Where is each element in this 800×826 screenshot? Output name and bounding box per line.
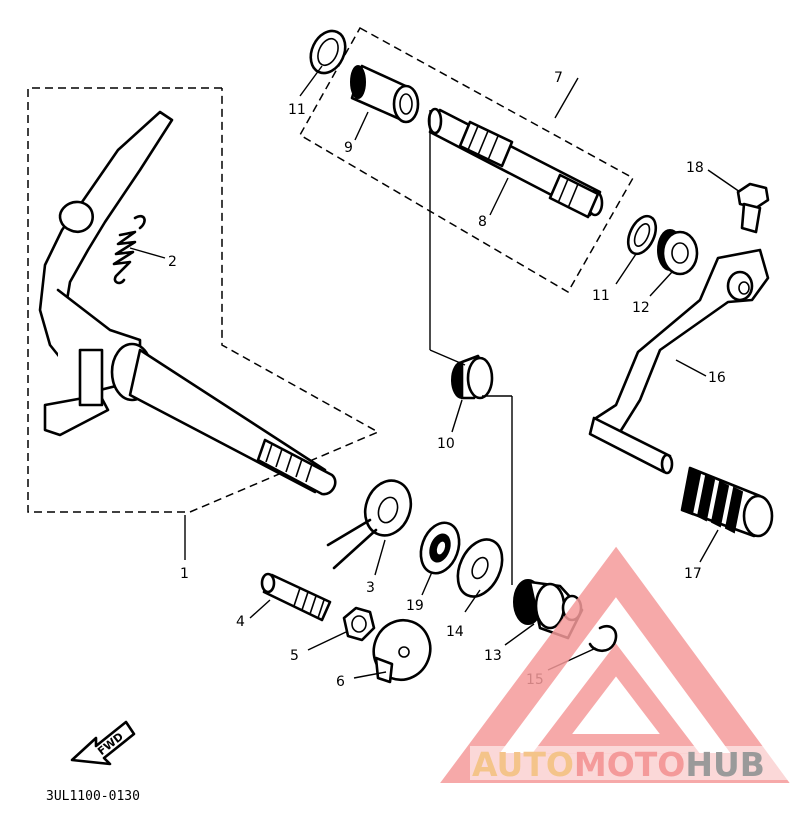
callout-9: 9 (344, 140, 353, 156)
part-8-kick-axle (427, 107, 604, 219)
part-6-lock-washer (372, 618, 432, 684)
callout-labels: 1 2 3 4 5 6 7 8 9 10 11 11 12 13 14 15 1… (168, 70, 726, 690)
callout-12: 12 (632, 300, 650, 316)
part-15-circlip (588, 624, 618, 653)
group-frame-shift-shaft (27, 87, 380, 513)
logo-text-hub: HUB (685, 745, 765, 784)
callout-1: 1 (180, 566, 189, 582)
part-9-bushing (350, 64, 420, 124)
callout-10: 10 (437, 436, 455, 452)
part-18-bolt (736, 182, 770, 234)
part-code: 3UL1100-0130 (46, 789, 140, 804)
part-3-return-spring (326, 479, 413, 570)
callout-19: 19 (406, 598, 424, 614)
callout-3: 3 (366, 580, 375, 596)
callout-11-right: 11 (592, 288, 610, 304)
automotohub-logo: AUTOMOTOHUB (440, 546, 800, 784)
part-16-kick-crank (588, 248, 770, 475)
part-2-spring (112, 214, 146, 285)
callout-13: 13 (484, 648, 502, 664)
part-1-shift-shaft (38, 110, 337, 496)
callout-14: 14 (446, 624, 464, 640)
logo-text-moto: MOTO (574, 745, 685, 784)
callout-5: 5 (290, 648, 299, 664)
part-11-washer-top (309, 29, 347, 75)
callout-7: 7 (554, 70, 563, 86)
callout-8: 8 (478, 214, 487, 230)
group-frame-kick-axle (298, 26, 635, 294)
part-4-stud-bolt (260, 572, 332, 622)
part-5-nut (342, 606, 376, 642)
callout-17: 17 (684, 566, 702, 582)
part-19-oil-seal (419, 521, 461, 575)
callout-4: 4 (236, 614, 245, 630)
callout-16: 16 (708, 370, 726, 386)
callout-18: 18 (686, 160, 704, 176)
callout-2: 2 (168, 254, 177, 270)
logo-text-auto: AUTO (472, 745, 574, 784)
callout-6: 6 (336, 674, 345, 690)
part-14-washer (456, 538, 504, 598)
part-11-washer-right (626, 214, 658, 256)
part-17-pedal-rubber (680, 466, 774, 538)
part-10-bushing (451, 354, 494, 400)
svg-text:AUTOMOTOHUB: AUTOMOTOHUB (472, 745, 765, 784)
fwd-arrow-icon: FWD (70, 720, 136, 766)
leader-lines (129, 65, 741, 679)
part-12-bearing (657, 229, 699, 276)
callout-11-top: 11 (288, 102, 306, 118)
